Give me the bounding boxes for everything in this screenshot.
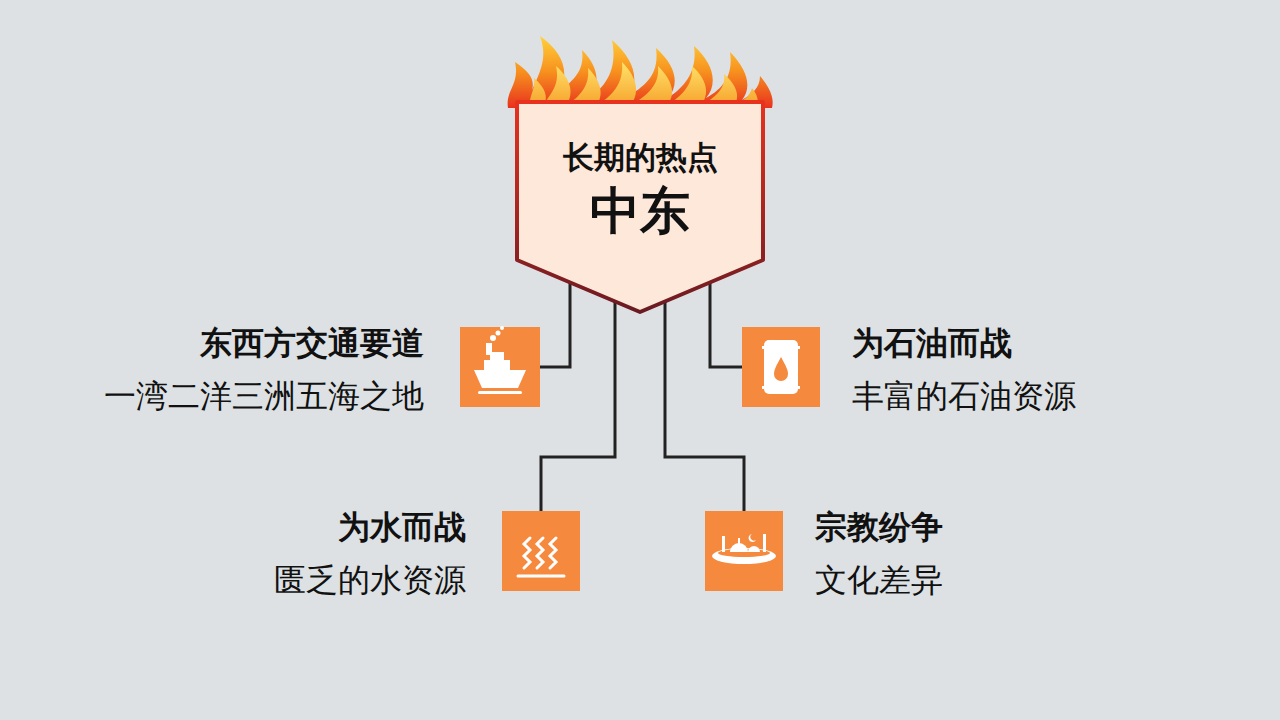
item-body: 匮乏的水资源 bbox=[274, 557, 466, 603]
connector-line bbox=[541, 300, 615, 511]
item-heading: 为水而战 bbox=[274, 505, 466, 549]
connector-line bbox=[665, 300, 744, 511]
icon-box: 为水而战匮乏的水资源 bbox=[502, 511, 580, 591]
caption-group: 宗教纷争文化差异 bbox=[815, 505, 943, 603]
item-body: 一湾二洋三洲五海之地 bbox=[104, 373, 424, 419]
icon-box: 为石油而战丰富的石油资源 bbox=[742, 327, 820, 407]
icon-box: 东西方交通要道一湾二洋三洲五海之地 bbox=[460, 327, 540, 407]
item-heading: 东西方交通要道 bbox=[104, 321, 424, 365]
item-heading: 宗教纷争 bbox=[815, 505, 943, 549]
item-body: 文化差异 bbox=[815, 557, 943, 603]
caption-group: 为水而战匮乏的水资源 bbox=[274, 505, 466, 603]
item-body: 丰富的石油资源 bbox=[852, 373, 1076, 419]
flame bbox=[508, 36, 773, 108]
icon-box: 宗教纷争文化差异 bbox=[705, 511, 783, 591]
item-heading: 为石油而战 bbox=[852, 321, 1076, 365]
title-line: 长期的热点 bbox=[515, 140, 765, 177]
connector-line bbox=[710, 281, 742, 367]
caption-group: 东西方交通要道一湾二洋三洲五海之地 bbox=[104, 321, 424, 419]
shield-title-box: 长期的热点中东 bbox=[515, 100, 765, 315]
caption-group: 为石油而战丰富的石油资源 bbox=[852, 321, 1076, 419]
title-main: 中东 bbox=[515, 181, 765, 241]
connector-line bbox=[540, 281, 570, 367]
